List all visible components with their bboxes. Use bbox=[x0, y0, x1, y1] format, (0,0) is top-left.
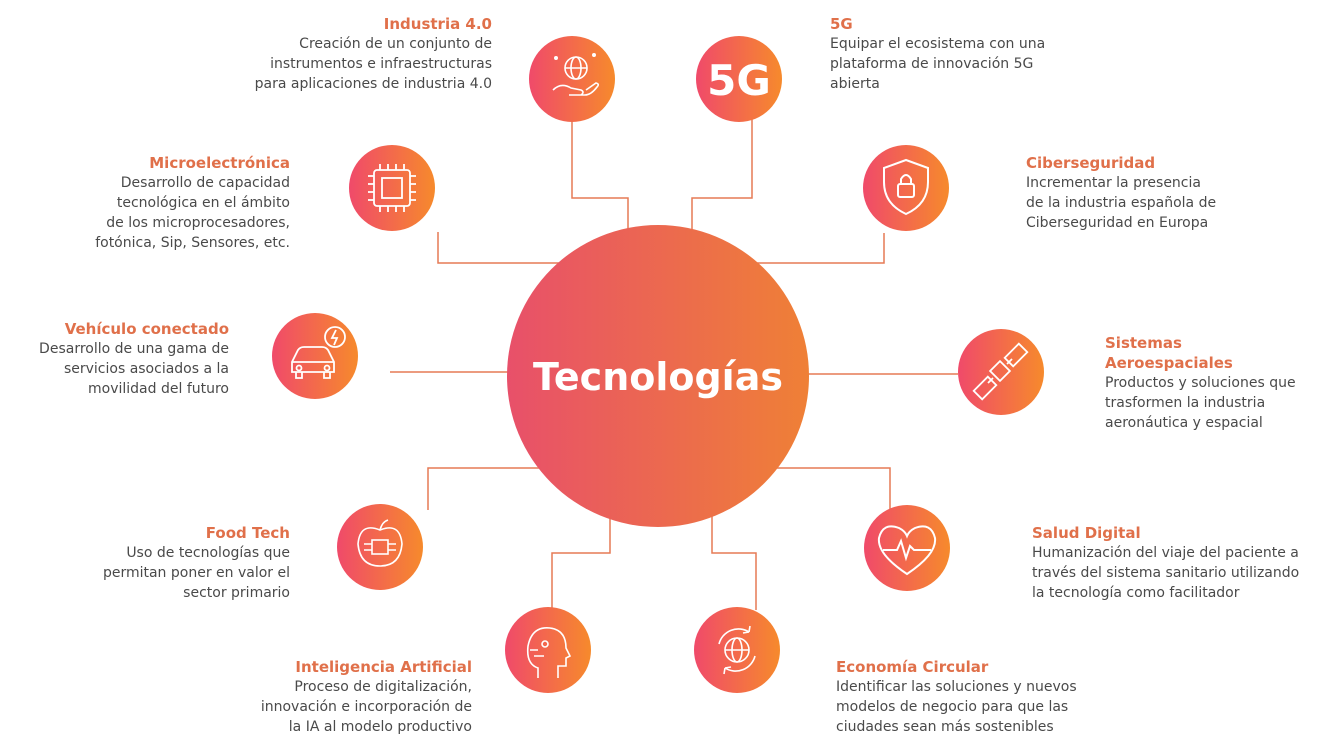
salud-description: Humanización del viaje del paciente a tr… bbox=[1032, 545, 1300, 601]
ciber-circle bbox=[863, 145, 949, 231]
connector-eco bbox=[711, 510, 757, 610]
5g-title: 5G bbox=[830, 15, 853, 33]
ciber-description: Incrementar la presencia de la industria… bbox=[1026, 175, 1217, 231]
eco-description: Identificar las soluciones y nuevos mode… bbox=[836, 679, 1077, 735]
aero-title: Sistemas Aeroespaciales bbox=[1105, 334, 1233, 372]
connector-ia bbox=[551, 510, 611, 608]
aero-circle bbox=[958, 329, 1044, 415]
recycle-globe-icon bbox=[718, 625, 756, 675]
connector-micro bbox=[437, 232, 570, 264]
shield-lock-icon bbox=[883, 158, 929, 216]
block-eco: Economía Circular Identificar las soluci… bbox=[836, 657, 1136, 737]
apple-chip-icon bbox=[357, 519, 403, 567]
ciber-title: Ciberseguridad bbox=[1026, 154, 1156, 172]
5g-icon: 5G bbox=[707, 56, 771, 105]
micro-circle bbox=[349, 145, 435, 231]
node-food bbox=[337, 504, 423, 590]
vehiculo-description: Desarrollo de una gama de servicios asoc… bbox=[39, 341, 229, 397]
eco-title: Economía Circular bbox=[836, 658, 989, 676]
industria-title: Industria 4.0 bbox=[383, 15, 492, 33]
connector-salud bbox=[745, 467, 891, 510]
center-label: Tecnologías bbox=[533, 355, 783, 399]
node-industria bbox=[529, 36, 615, 122]
block-5g: 5G Equipar el ecosistema con una platafo… bbox=[830, 14, 1130, 94]
block-industria: Industria 4.0 Creación de un conjunto de… bbox=[192, 14, 492, 94]
heart-pulse-icon bbox=[877, 525, 937, 576]
node-salud bbox=[864, 505, 950, 591]
node-micro bbox=[349, 145, 435, 231]
vehiculo-title: Vehículo conectado bbox=[64, 320, 229, 338]
food-title: Food Tech bbox=[205, 524, 290, 542]
ia-title: Inteligencia Artificial bbox=[295, 658, 472, 676]
node-vehiculo bbox=[272, 313, 358, 399]
block-vehiculo: Vehículo conectado Desarrollo de una gam… bbox=[0, 319, 229, 399]
block-ciber: Ciberseguridad Incrementar la presencia … bbox=[1026, 153, 1286, 233]
block-food: Food Tech Uso de tecnologías que permita… bbox=[40, 523, 290, 603]
globe-in-hand-icon bbox=[552, 52, 600, 96]
micro-description: Desarrollo de capacidad tecnológica en e… bbox=[95, 175, 290, 251]
node-ciber bbox=[863, 145, 949, 231]
aero-description: Productos y soluciones que trasformen la… bbox=[1105, 375, 1296, 431]
node-aero bbox=[958, 329, 1044, 415]
ia-circle bbox=[505, 607, 591, 693]
5g-description: Equipar el ecosistema con una plataforma… bbox=[830, 36, 1046, 92]
industria-description: Creación de un conjunto de instrumentos … bbox=[254, 36, 492, 92]
block-salud: Salud Digital Humanización del viaje del… bbox=[1032, 523, 1337, 603]
node-ia bbox=[505, 607, 591, 693]
food-circle bbox=[337, 504, 423, 590]
robot-head-icon bbox=[526, 627, 572, 678]
block-micro: Microelectrónica Desarrollo de capacidad… bbox=[30, 153, 290, 253]
microchip-icon bbox=[368, 164, 416, 212]
satellite-icon bbox=[972, 342, 1029, 401]
node-5g: 5G bbox=[696, 36, 782, 122]
connector-lines bbox=[390, 118, 958, 610]
block-ia: Inteligencia Artificial Proceso de digit… bbox=[192, 657, 472, 737]
block-aero: Sistemas Aeroespaciales Productos y solu… bbox=[1105, 333, 1335, 433]
connector-food bbox=[427, 467, 570, 510]
electric-car-icon bbox=[291, 326, 346, 379]
connector-ciber bbox=[745, 233, 885, 264]
salud-circle bbox=[864, 505, 950, 591]
micro-title: Microelectrónica bbox=[149, 154, 290, 172]
5g-circle bbox=[696, 36, 782, 122]
salud-title: Salud Digital bbox=[1032, 524, 1141, 542]
ia-description: Proceso de digitalización, innovación e … bbox=[260, 679, 472, 735]
center-circle bbox=[507, 225, 809, 527]
food-description: Uso de tecnologías que permitan poner en… bbox=[102, 545, 290, 601]
node-eco bbox=[694, 607, 780, 693]
vehiculo-circle bbox=[272, 313, 358, 399]
